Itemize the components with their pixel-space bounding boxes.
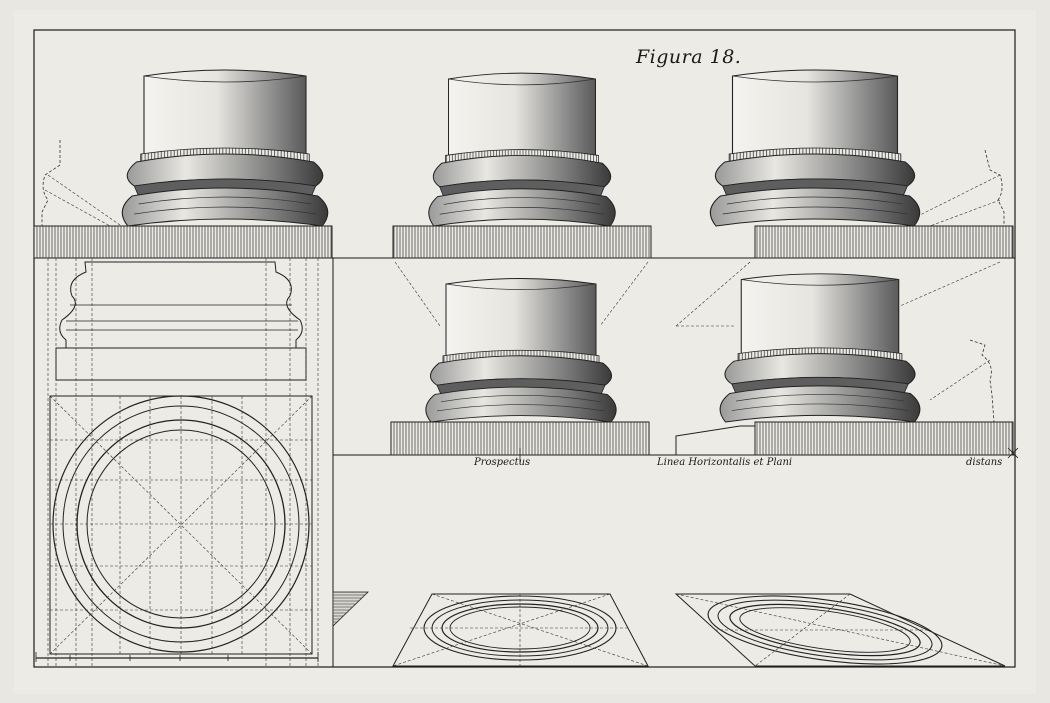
column-base-top-left	[33, 69, 333, 259]
column-base-top-center	[392, 72, 652, 259]
label-horizon-line: Linea Horizontalis et Plani	[657, 457, 793, 468]
base-plan-view	[35, 395, 369, 662]
perspective-plan-center	[392, 593, 649, 667]
plate-frame	[33, 29, 1016, 668]
figure-title: Figura 18.	[636, 46, 742, 68]
label-distans: distans	[966, 457, 1003, 468]
perspective-plan-right	[674, 593, 1006, 667]
label-prospectus: Prospectus	[474, 457, 531, 468]
column-base-top-right	[709, 69, 1014, 259]
column-base-middle-right	[675, 261, 1014, 456]
base-elevation-profile	[47, 258, 319, 667]
